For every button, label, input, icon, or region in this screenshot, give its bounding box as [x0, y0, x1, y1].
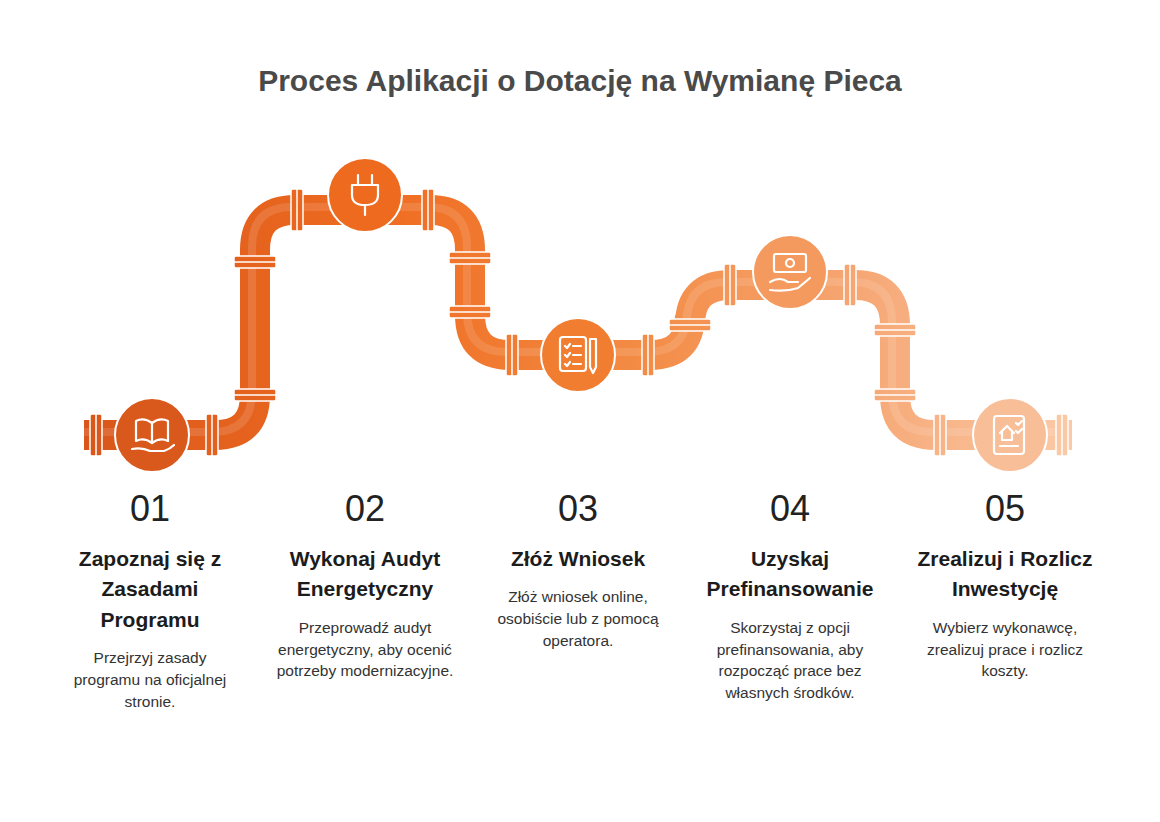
flange-gap — [95, 414, 97, 456]
pipe-flange — [1056, 414, 1068, 456]
step-heading: Uzyskaj Prefinansowanie — [695, 544, 885, 605]
flange-gap — [1061, 414, 1063, 456]
step-column: 02Wykonaj Audyt EnergetycznyPrzeprowadź … — [262, 488, 468, 682]
flange-gap — [511, 334, 513, 376]
flange-gap — [234, 261, 276, 263]
flange-gap — [669, 324, 711, 326]
step-heading: Złóż Wniosek — [483, 544, 673, 574]
flange-gap — [874, 394, 916, 396]
step-column: 04Uzyskaj PrefinansowanieSkorzystaj z op… — [687, 488, 893, 704]
step-column: 05Zrealizuj i Rozlicz InwestycjęWybierz … — [902, 488, 1108, 682]
pipe-flange — [449, 252, 491, 264]
flange-gap — [427, 189, 429, 231]
step-number: 05 — [902, 488, 1108, 530]
flange-gap — [874, 329, 916, 331]
step-number: 01 — [47, 488, 253, 530]
pipe-flange — [874, 389, 916, 401]
diagram-title: Proces Aplikacji o Dotację na Wymianę Pi… — [0, 64, 1160, 98]
step-icon — [770, 254, 810, 291]
pipe-flange — [874, 324, 916, 336]
step-number: 04 — [687, 488, 893, 530]
pipe-flange — [291, 189, 303, 231]
flange-gap — [234, 394, 276, 396]
step-icon — [352, 175, 378, 215]
pipe-flange — [422, 189, 434, 231]
pipe-flange — [669, 319, 711, 331]
icon-circle — [115, 398, 189, 472]
pipe-highlight — [81, 207, 1069, 432]
step-heading: Zapoznaj się z Zasadami Programu — [55, 544, 245, 635]
step-column: 03Złóż WniosekZłóż wniosek online, osobi… — [475, 488, 681, 652]
step-heading: Wykonaj Audyt Energetyczny — [270, 544, 460, 605]
pipe-flange — [234, 389, 276, 401]
step-description: Skorzystaj z opcji prefinansowania, aby … — [700, 617, 880, 704]
flange-gap — [939, 414, 941, 456]
step-description: Złóż wniosek online, osobiście lub z pom… — [488, 586, 668, 651]
pipe-flange — [724, 264, 736, 306]
step-column: 01Zapoznaj się z Zasadami ProgramuPrzejr… — [47, 488, 253, 712]
step-number: 02 — [262, 488, 468, 530]
flange-gap — [449, 311, 491, 313]
flange-gap — [729, 264, 731, 306]
step-number: 03 — [475, 488, 681, 530]
pipe-flange — [449, 306, 491, 318]
pipe — [84, 210, 1072, 435]
step-description: Przeprowadź audyt energetyczny, aby ocen… — [275, 617, 455, 682]
step-description: Przejrzyj zasady programu na oficjalnej … — [60, 647, 240, 712]
pipe-flange — [90, 414, 102, 456]
icon-circle — [541, 318, 615, 392]
step-description: Wybierz wykonawcę, zrealizuj prace i roz… — [915, 617, 1095, 682]
step-icon — [560, 337, 596, 373]
pipe-flange — [234, 256, 276, 268]
step-icon — [132, 419, 174, 451]
flange-gap — [296, 189, 298, 231]
pipe-flange — [934, 414, 946, 456]
step-icon — [994, 416, 1024, 454]
flange-gap — [449, 257, 491, 259]
pipe-flange — [642, 334, 654, 376]
pipe-flange — [844, 264, 856, 306]
icon-circle — [973, 398, 1047, 472]
icon-circle — [328, 158, 402, 232]
flange-gap — [647, 334, 649, 376]
step-heading: Zrealizuj i Rozlicz Inwestycję — [910, 544, 1100, 605]
pipe-flange — [206, 414, 218, 456]
pipe-flange — [506, 334, 518, 376]
icon-circle — [753, 235, 827, 309]
flange-gap — [211, 414, 213, 456]
flange-gap — [849, 264, 851, 306]
